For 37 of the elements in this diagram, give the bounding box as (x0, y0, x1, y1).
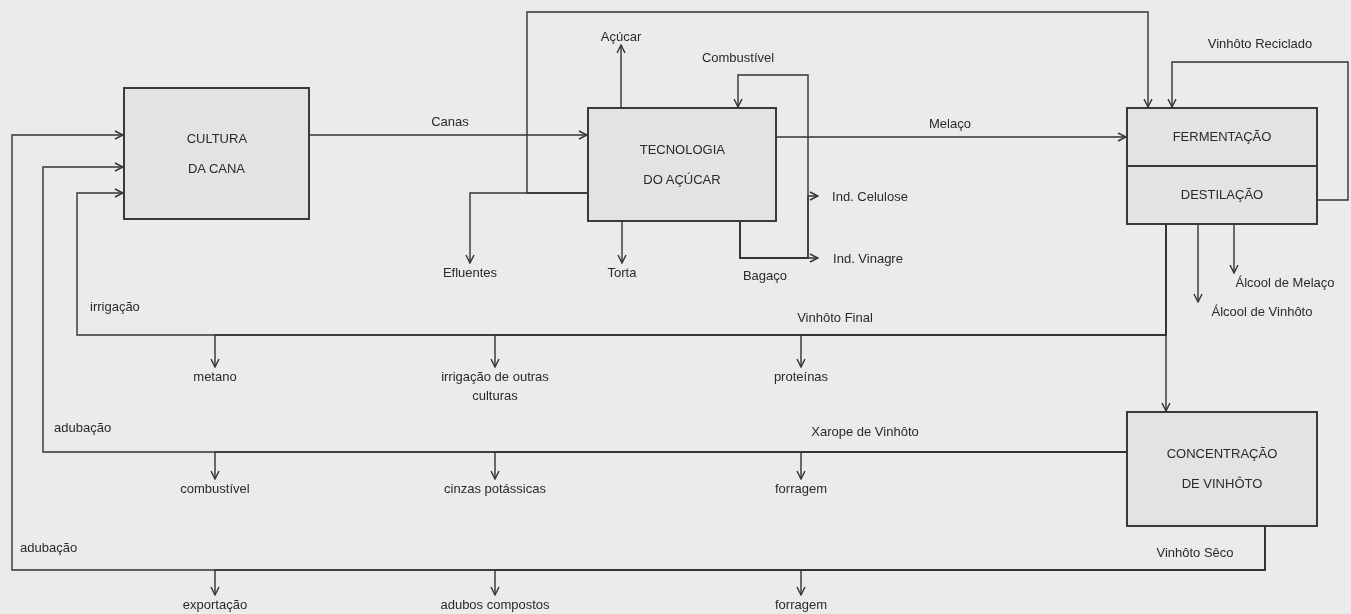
process-label: FERMENTAÇÃO (1172, 128, 1272, 146)
output-label: exportação (181, 596, 249, 614)
output-label: Ind. Vinagre (832, 250, 904, 268)
output-label: Ind. Celulose (831, 188, 909, 206)
process-label: DESTILAÇÃO (1180, 186, 1264, 204)
output-label: irrigação de outras culturas (440, 368, 550, 405)
output-label: forragem (774, 596, 828, 614)
arrow (739, 221, 819, 263)
arrow (1167, 61, 1349, 201)
arrow (616, 44, 626, 108)
output-label: metano (192, 368, 238, 386)
process-box (1126, 107, 1318, 225)
arrow (617, 221, 627, 264)
arrow (526, 11, 1153, 194)
process-box (123, 87, 310, 220)
arrow (309, 130, 588, 140)
output-label: Açúcar (599, 28, 643, 46)
flow-label: irrigação (90, 298, 140, 316)
arrow (1229, 224, 1239, 274)
arrow (776, 132, 1127, 142)
output-label: combustível (179, 480, 251, 498)
output-label: proteínas (772, 368, 830, 386)
output-label: Torta (606, 264, 638, 282)
process-box (1126, 411, 1318, 527)
output-label: Álcool de Vinhôto (1210, 303, 1314, 321)
flow-label: adubação (20, 539, 78, 557)
arrow (1193, 224, 1203, 303)
output-label: forragem (774, 480, 828, 498)
process-box (587, 107, 777, 222)
process-label: CULTURA DA CANA (186, 129, 247, 178)
output-label: Álcool de Melaço (1234, 274, 1336, 292)
flow-label: adubação (54, 419, 112, 437)
process-label: CONCENTRAÇÃO DE VINHÔTO (1166, 445, 1278, 493)
output-label: cinzas potássicas (443, 480, 547, 498)
output-label: adubos compostos (439, 596, 551, 614)
output-label: Efluentes (441, 264, 499, 282)
process-label: TECNOLOGIA DO AÇÚCAR (639, 140, 725, 189)
